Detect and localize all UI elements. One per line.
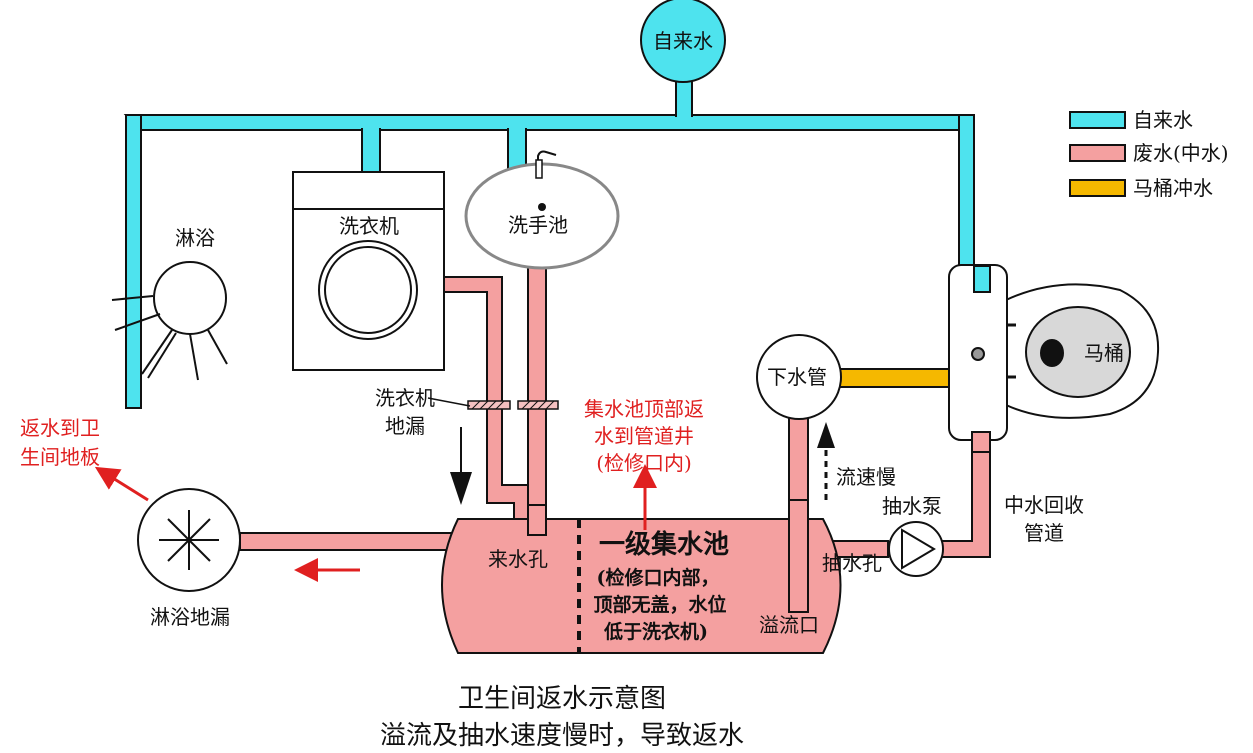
- overflow-label: 溢流口: [759, 613, 819, 637]
- shower-floor-drain: [137, 488, 241, 592]
- slow-flow-label: 流速慢: [836, 465, 896, 489]
- legend-label-waste-water: 废水(中水): [1133, 141, 1229, 165]
- tank-top-annotation-2: 水到管道井: [594, 424, 694, 448]
- backflow-annotation-1: 返水到卫: [20, 416, 100, 440]
- diagram-title: 卫生间返水示意图: [458, 684, 666, 714]
- inlet-label: 来水孔: [488, 547, 548, 571]
- legend-swatch-tap-water: [1069, 111, 1126, 129]
- legend-label-flush: 马桶冲水: [1133, 176, 1213, 200]
- tank-title: 一级集水池: [599, 529, 729, 560]
- basin-label: 洗手池: [508, 213, 568, 237]
- washer-drain-label-1: 洗衣机: [375, 386, 435, 410]
- legend: 自来水 废水(中水) 马桶冲水: [1069, 108, 1229, 200]
- diagram-subtitle: 溢流及抽水速度慢时，导致返水: [380, 721, 744, 751]
- shower-head: [111, 261, 228, 381]
- legend-swatch-flush: [1069, 179, 1126, 197]
- tank-note-2: 顶部无盖，水位: [593, 593, 726, 616]
- legend-label-tap-water: 自来水: [1133, 108, 1193, 132]
- backflow-annotation-2: 生间地板: [20, 445, 100, 469]
- tap-water-label: 自来水: [653, 29, 713, 53]
- tap-water-source: [640, 0, 726, 83]
- downpipe-label: 下水管: [767, 365, 827, 389]
- washing-machine: [292, 171, 445, 371]
- tank-note-3: 低于洗衣机): [603, 620, 708, 643]
- pump-label: 抽水泵: [882, 494, 942, 518]
- tank-note-1: (检修口内部，: [597, 566, 720, 589]
- downpipe: [756, 334, 842, 420]
- tank-top-annotation-3: (检修口内): [596, 451, 692, 475]
- shower-label: 淋浴: [175, 226, 215, 250]
- greywater-label-1: 中水回收: [1004, 493, 1084, 517]
- pump-icon: [901, 528, 936, 570]
- suction-label: 抽水孔: [822, 551, 882, 575]
- flush-pipe: [839, 368, 953, 388]
- greywater-label-2: 管道: [1024, 521, 1064, 545]
- backflow-floor-arrow: [94, 466, 149, 502]
- toilet-label: 马桶: [1084, 341, 1124, 365]
- shower-drain-label: 淋浴地漏: [150, 605, 230, 629]
- collection-tank: [441, 518, 842, 654]
- washer-drain-label-2: 地漏: [385, 414, 425, 438]
- tank-top-annotation-1: 集水池顶部返: [584, 397, 704, 421]
- legend-swatch-waste-water: [1069, 144, 1126, 162]
- washer-label: 洗衣机: [339, 214, 399, 238]
- wash-basin: [464, 150, 620, 270]
- basin-drain-grate: [517, 400, 559, 410]
